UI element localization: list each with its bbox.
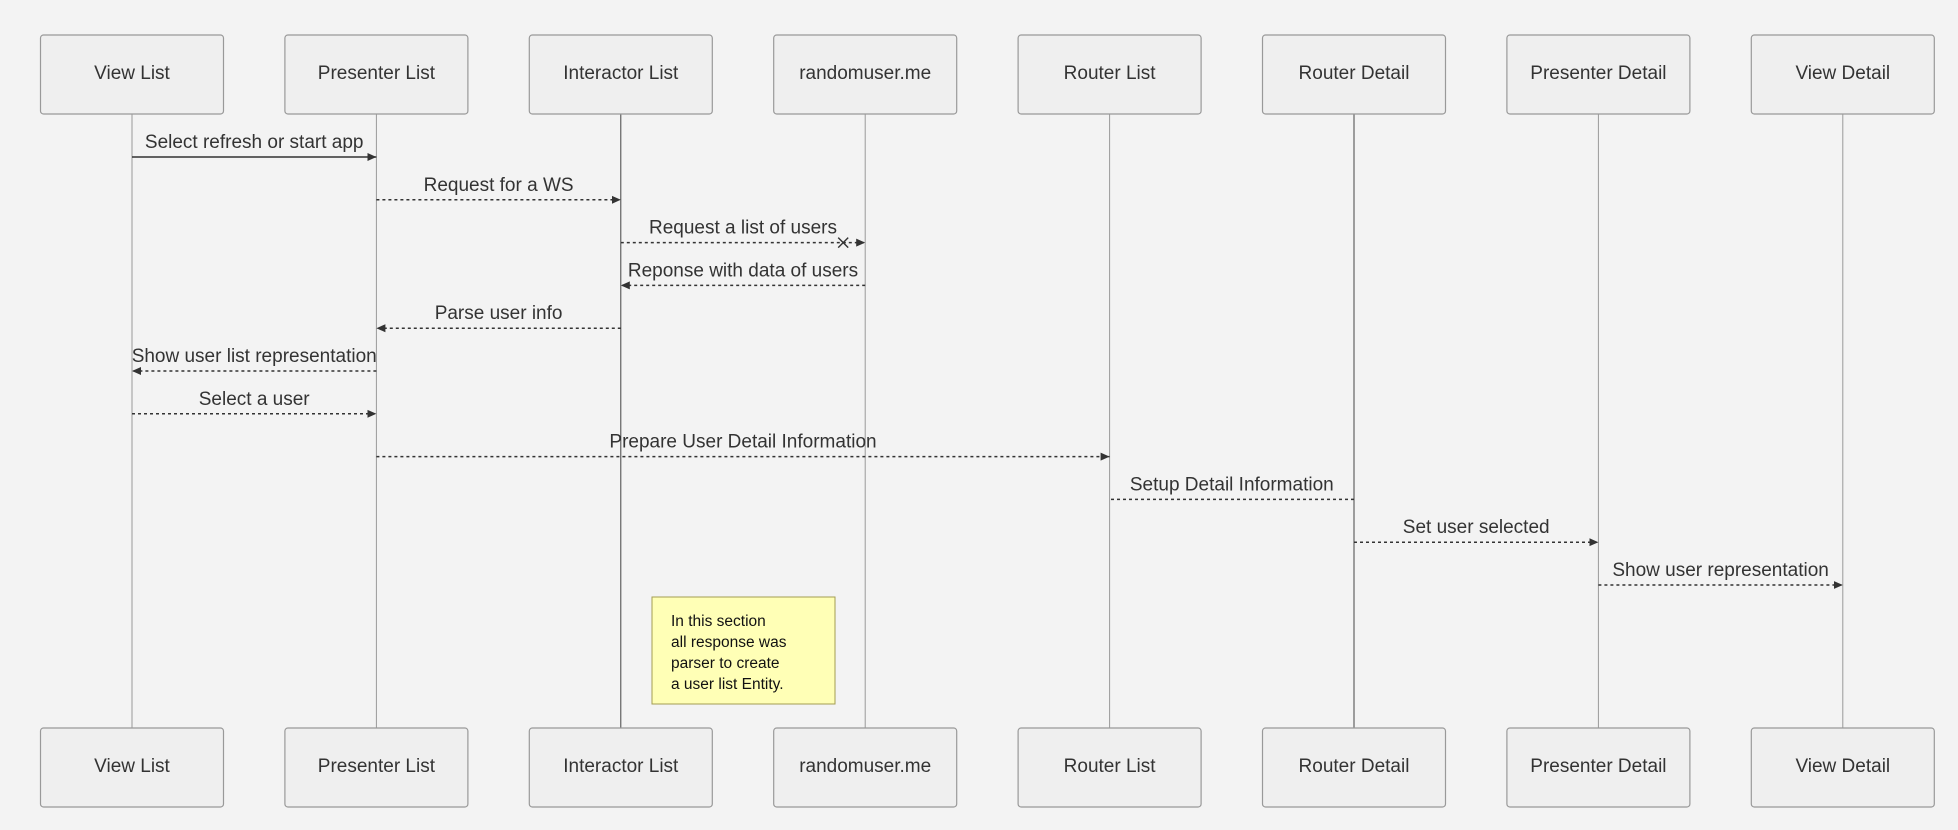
message-label: Show user representation xyxy=(1612,560,1829,581)
message-3: Request a list of users xyxy=(620,218,866,249)
actor-label: randomuser.me xyxy=(799,756,931,777)
message-10: Set user selected xyxy=(1354,517,1599,547)
actor-presenter-list-top: Presenter List xyxy=(284,34,469,115)
actor-presenter-detail-top: Presenter Detail xyxy=(1506,34,1691,115)
actor-router-detail-bottom: Router Detail xyxy=(1261,727,1447,808)
actor-randomuser-bottom: randomuser.me xyxy=(773,727,958,808)
actor-view-list-bottom: View List xyxy=(39,727,225,808)
actor-box xyxy=(1261,727,1447,808)
message-label: Select a user xyxy=(199,389,311,410)
actor-label: Router Detail xyxy=(1299,756,1410,777)
actor-box xyxy=(284,34,469,115)
actor-view-detail-bottom: View Detail xyxy=(1750,727,1935,808)
actor-label: Presenter Detail xyxy=(1530,756,1666,777)
message-8: Prepare User Detail Information xyxy=(376,432,1110,461)
message-label: Request a list of users xyxy=(649,218,837,239)
actor-presenter-list-bottom: Presenter List xyxy=(284,727,469,808)
message-11: Show user representation xyxy=(1598,560,1843,589)
actor-label: Router List xyxy=(1064,756,1157,777)
actor-presenter-detail-bottom: Presenter Detail xyxy=(1506,727,1691,808)
message-7: Select a user xyxy=(132,389,377,418)
note-box xyxy=(651,596,836,705)
actor-view-detail-top: View Detail xyxy=(1750,34,1935,115)
actor-box xyxy=(528,34,713,115)
actor-box xyxy=(1506,34,1691,115)
actors-bottom: View List Presenter List Interactor List ra… xyxy=(39,727,1935,808)
actor-router-list-top: Router List xyxy=(1017,34,1202,115)
actor-box xyxy=(773,34,958,115)
actor-box xyxy=(1261,34,1447,115)
actor-label: Presenter List xyxy=(318,63,436,84)
note: In this section all response was parser … xyxy=(651,596,836,705)
message-5: Parse user info xyxy=(376,303,621,333)
message-6: Show user list representation xyxy=(132,346,377,375)
message-9: Setup Detail Information xyxy=(1109,474,1354,501)
actor-box xyxy=(773,727,958,808)
actor-box xyxy=(39,34,225,115)
message-label: Select refresh or start app xyxy=(145,132,364,153)
actor-box xyxy=(1750,34,1935,115)
async-cross-icon xyxy=(837,237,849,249)
message-label: Set user selected xyxy=(1403,517,1550,538)
note-line-4: a user list Entity. xyxy=(671,676,784,693)
note-line-1: In this section xyxy=(671,613,766,630)
message-2: Request for a WS xyxy=(376,175,621,204)
message-4: Reponse with data of users xyxy=(620,260,866,290)
actor-label: Presenter List xyxy=(318,756,436,777)
actor-router-detail-top: Router Detail xyxy=(1261,34,1447,115)
message-label: Setup Detail Information xyxy=(1130,474,1334,495)
actor-interactor-list-bottom: Interactor List xyxy=(528,727,713,808)
lifelines xyxy=(131,114,1844,728)
actor-label: randomuser.me xyxy=(799,63,931,84)
message-label: Parse user info xyxy=(435,303,563,324)
actor-randomuser-top: randomuser.me xyxy=(773,34,958,115)
actors-top: View List Presenter List Interactor List ra… xyxy=(39,34,1935,115)
actor-label: View List xyxy=(94,756,170,777)
actor-label: View Detail xyxy=(1795,63,1890,84)
note-line-2: all response was xyxy=(671,634,787,651)
actor-box xyxy=(528,727,713,808)
message-1: Select refresh or start app xyxy=(132,132,377,161)
actor-box xyxy=(1017,727,1202,808)
actor-box xyxy=(39,727,225,808)
actor-label: View Detail xyxy=(1795,756,1890,777)
message-label: Prepare User Detail Information xyxy=(609,432,876,453)
actor-interactor-list-top: Interactor List xyxy=(528,34,713,115)
actor-box xyxy=(1506,727,1691,808)
message-label: Show user list representation xyxy=(132,346,377,367)
actor-box xyxy=(1017,34,1202,115)
actor-box xyxy=(1750,727,1935,808)
actor-label: Interactor List xyxy=(563,63,679,84)
message-label: Request for a WS xyxy=(424,175,574,196)
actor-view-list-top: View List xyxy=(39,34,225,115)
actor-label: Presenter Detail xyxy=(1530,63,1666,84)
actor-label: Interactor List xyxy=(563,756,679,777)
note-line-3: parser to create xyxy=(671,655,780,672)
actor-box xyxy=(284,727,469,808)
actor-label: Router List xyxy=(1064,63,1157,84)
message-label: Reponse with data of users xyxy=(628,260,858,281)
actor-label: Router Detail xyxy=(1299,63,1410,84)
actor-label: View List xyxy=(94,63,170,84)
actor-router-list-bottom: Router List xyxy=(1017,727,1202,808)
